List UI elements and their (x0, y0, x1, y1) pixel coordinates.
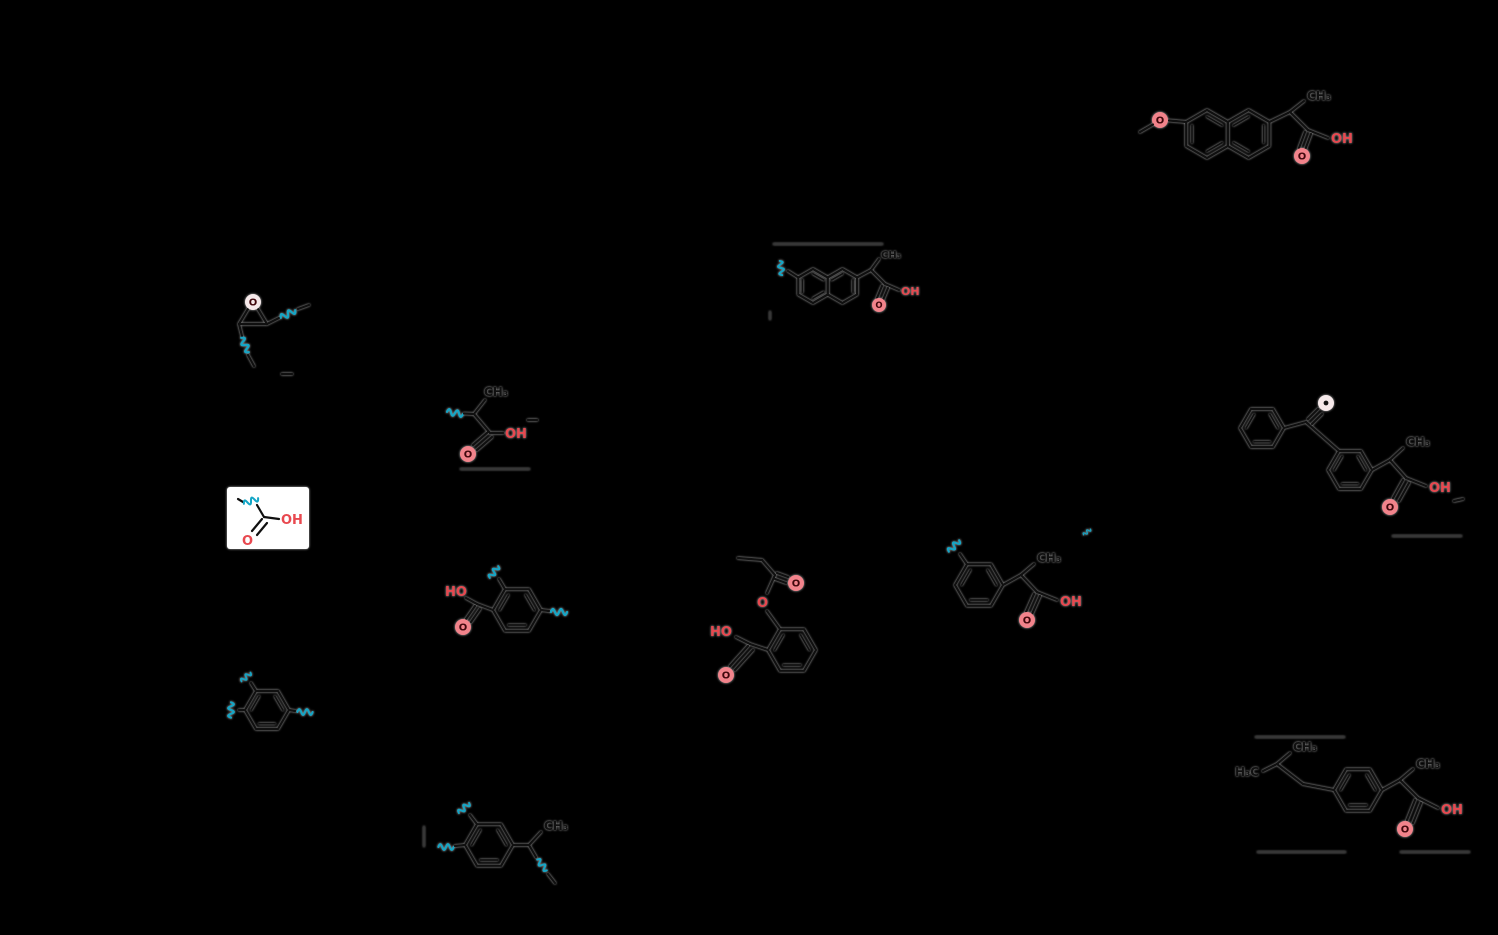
methoxy-group: O (1138, 112, 1188, 134)
attachment-squiggle-top-left (456, 800, 479, 826)
acid-skeleton: O OH (242, 503, 303, 549)
carbonyl-oxygen-atom (872, 298, 886, 312)
benzene-ring (243, 689, 291, 731)
carbonyl-oxygen-label: O (242, 534, 253, 549)
ketone-group (1282, 395, 1341, 453)
molecule-acetylsalicylic-acid: O O HO O (710, 556, 818, 683)
methyl-label: CH₃ (1307, 89, 1331, 103)
acid-skeleton: CH₃ O OH (460, 385, 527, 462)
oxygen-atom (245, 294, 261, 310)
naphthalene-ring-system (797, 267, 859, 305)
propanoic-acid-group: CH₃ O OH (1001, 551, 1082, 628)
acetyl-group: O O (736, 556, 804, 631)
propanoic-acid-group: CH₃ O OH (855, 250, 920, 312)
carbonyl-oxygen-atom (1397, 821, 1413, 837)
methyl-label: CH₃ (544, 819, 568, 833)
molecule-methylbenzyl-fragment: CH₃ (423, 800, 568, 885)
oxygen-label: O (875, 301, 882, 311)
phenyl-ring (1238, 407, 1286, 449)
oxygen-label: O (792, 579, 801, 590)
oxygen-label: O (1401, 825, 1410, 836)
molecule-ketoprofen: CH₃ O OH (1238, 395, 1465, 537)
propanoic-acid-group: CH₃ O OH (1380, 757, 1463, 837)
propanoic-acid-group: CH₃ O OH (1370, 435, 1451, 515)
oxygen-label: O (459, 623, 468, 634)
radical-dot (1323, 400, 1329, 406)
carbonyl-oxygen-atom (455, 619, 471, 635)
attachment-squiggle-right (287, 708, 314, 716)
hydroxyl-label: HO (710, 625, 732, 640)
benzene-ring (1332, 768, 1384, 812)
carbonyl-oxygen-atom (1294, 148, 1310, 164)
attachment-squiggle-right (539, 607, 569, 617)
attachment-squiggle-top-left (239, 670, 258, 693)
molecule-benzoic-acid-fragment: HO O (445, 563, 569, 635)
carboxylic-acid-group: HO O (710, 625, 770, 683)
naphthalene-ring-system (1185, 108, 1271, 160)
hydroxyl-label: HO (445, 585, 467, 600)
methyl-label: CH₃ (1406, 435, 1430, 449)
epoxide-ring: O (237, 294, 269, 326)
attachment-squiggle-left (237, 322, 256, 368)
molecule-epoxide-fragment: O (237, 294, 311, 376)
carboxylic-acid-group: HO O (445, 585, 495, 635)
attachment-squiggle-left (227, 701, 247, 719)
hydroxyl-label: OH (1429, 481, 1451, 496)
molecule-methylpropanoic-fragment: CH₃ O OH (445, 385, 539, 470)
propanoic-acid-group: CH₃ O OH (1268, 89, 1353, 164)
attachment-squiggle (445, 407, 476, 419)
benzene-ring (491, 588, 543, 632)
methyl-label: CH₃ (881, 250, 901, 261)
fragment-card-carboxylic-acid: O OH (227, 487, 309, 549)
dash-mark (1452, 497, 1465, 503)
molecule-benzene-fragment (227, 670, 314, 731)
oxygen-atom (1152, 112, 1168, 128)
methyl-label: H₃C (1235, 765, 1259, 779)
molecule-naphthyl-propanoic-fragment: CH₃ O OH (769, 243, 920, 320)
hydroxyl-label: OH (901, 285, 920, 298)
benzene-ring (463, 823, 515, 867)
benzene-ring (1326, 449, 1374, 491)
attachment-squiggle-top (486, 563, 507, 591)
stray-attachment-tick (1081, 527, 1093, 537)
oxygen-label: O (249, 298, 258, 309)
attachment-squiggle (776, 259, 800, 279)
attachment-squiggle-right (265, 303, 311, 326)
oxygen-label: O (464, 450, 473, 461)
oxygen-label: O (1023, 616, 1032, 627)
molecule-ibuprofen: H₃C CH₃ CH₃ O OH (1235, 736, 1470, 853)
attachment-squiggle (945, 537, 969, 566)
hydroxyl-label: OH (281, 513, 303, 528)
carbonyl-oxygen-atom (718, 667, 734, 683)
methyl-methine-group: CH₃ (511, 819, 568, 885)
methyl-label: CH₃ (1037, 551, 1061, 565)
acetyl-oxygen-atom (788, 575, 804, 591)
hydroxyl-label: OH (1060, 595, 1082, 610)
oxygen-label: O (722, 671, 731, 682)
oxygen-label: O (1386, 503, 1395, 514)
attachment-squiggle-left (437, 843, 467, 851)
isobutyl-group: H₃C CH₃ (1235, 740, 1336, 792)
hydroxyl-label: OH (505, 427, 527, 442)
oxygen-label: O (1156, 116, 1165, 127)
methyl-label: CH₃ (484, 385, 508, 399)
hydroxyl-label: OH (1331, 132, 1353, 147)
benzene-ring (953, 563, 1005, 607)
carbonyl-oxygen-atom (1019, 612, 1035, 628)
methyl-label: CH₃ (1416, 757, 1440, 771)
carbonyl-oxygen-atom (1382, 499, 1398, 515)
methyl-label: CH₃ (1293, 740, 1317, 754)
cap-mark (236, 497, 245, 504)
benzene-ring (766, 628, 818, 672)
oxygen-label: O (1298, 152, 1307, 163)
carbonyl-oxygen-atom (460, 446, 476, 462)
hydroxyl-label: OH (1441, 803, 1463, 818)
molecule-naproxen: O CH₃ O OH (1138, 89, 1353, 164)
ester-oxygen-label: O (757, 596, 768, 611)
molecule-phenyl-propanoic-fragment: CH₃ O OH (945, 527, 1093, 628)
